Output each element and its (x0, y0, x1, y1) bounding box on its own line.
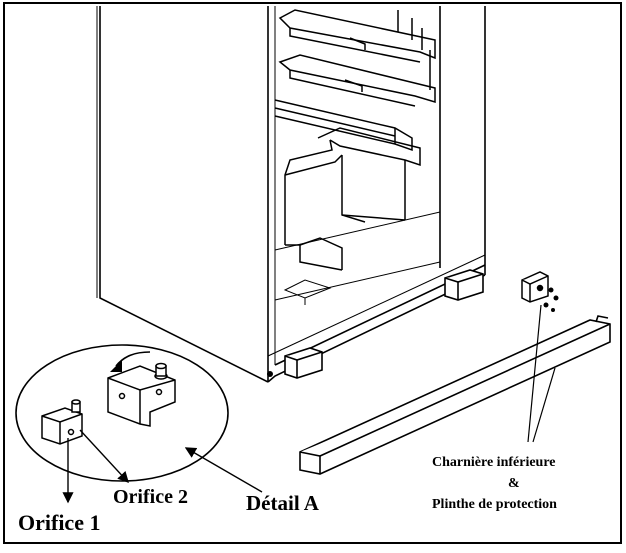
bottom-interior (283, 279, 332, 305)
screws (543, 287, 559, 312)
label-detail-a: Détail A (246, 491, 319, 515)
detail-hinge-bracket (107, 362, 176, 427)
lower-hinge-part (521, 271, 549, 303)
hinge-block-left (284, 347, 323, 379)
leader-plinthe (532, 367, 556, 443)
detail-hinge-block (41, 399, 83, 445)
glass-shelf (274, 99, 413, 152)
label-plinthe: Plinthe de protection (432, 497, 557, 512)
cabinet-foot (267, 371, 273, 377)
crisper-drawer (284, 127, 421, 271)
leader-charniere (527, 304, 542, 443)
label-orifice-2: Orifice 2 (113, 486, 188, 508)
label-orifice-1: Orifice 1 (18, 510, 101, 535)
rotate-arrow-head (110, 360, 122, 372)
door-shelves (278, 9, 436, 107)
hinge-block-right (444, 269, 484, 301)
protective-plinth (299, 315, 611, 475)
frame-border (3, 2, 622, 544)
label-charniere: Charnière inférieure (432, 455, 556, 470)
arrow-detail-a (184, 447, 263, 493)
arrow-orifice-2 (79, 429, 129, 484)
label-ampersand: & (508, 476, 520, 491)
cabinet-left-side (99, 6, 269, 383)
rotate-arrow-arc (115, 351, 151, 367)
refrigerator-cabinet (96, 6, 486, 383)
